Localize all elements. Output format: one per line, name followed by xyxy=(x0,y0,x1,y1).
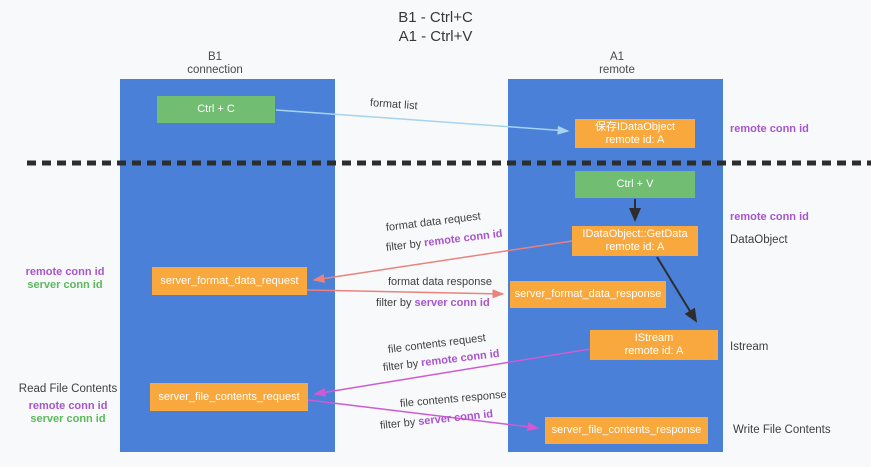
server-file-contents-request-label: server_file_contents_request xyxy=(158,390,300,403)
remote-conn-id-annotation-mid: remote conn id xyxy=(730,211,809,223)
istream-annotation: Istream xyxy=(730,341,769,353)
file-contents-response-label: file contents response xyxy=(399,388,508,410)
ctrl-c-box: Ctrl + C xyxy=(157,96,275,123)
title-line-2: A1 - Ctrl+V xyxy=(398,28,473,45)
server-format-data-response-box: server_format_data_response xyxy=(510,281,666,308)
remote-conn-id-annotation-left: remote conn id xyxy=(25,266,105,278)
diagram-title: B1 - Ctrl+C A1 - Ctrl+V xyxy=(0,8,871,46)
column-a1-role: remote xyxy=(599,64,635,76)
save-idataobject-line1: 保存IDataObject xyxy=(594,120,676,133)
remote-conn-id-annotation-top: remote conn id xyxy=(730,123,809,135)
save-idataobject-box: 保存IDataObject remote id: A xyxy=(575,119,695,148)
server-format-data-request-box: server_format_data_request xyxy=(152,267,307,295)
dataobject-annotation: DataObject xyxy=(730,234,788,246)
remote-conn-id-annotation-bottom: remote conn id xyxy=(28,400,108,412)
filter-by-text: filter by xyxy=(379,416,416,432)
ctrl-v-box: Ctrl + V xyxy=(575,171,695,198)
read-file-contents-annotation: Read File Contents xyxy=(18,383,118,395)
filter-by-text: filter by xyxy=(385,237,422,254)
idataobject-getdata-line1: IDataObject::GetData xyxy=(582,228,688,240)
istream-line2: remote id: A xyxy=(624,345,684,357)
idataobject-getdata-line2: remote id: A xyxy=(605,241,665,253)
column-a1-name: A1 xyxy=(609,51,625,63)
idataobject-getdata-box: IDataObject::GetData remote id: A xyxy=(572,226,698,256)
column-header-b1: B1 connection xyxy=(140,51,290,77)
server-conn-id-annotation-left: server conn id xyxy=(27,279,103,291)
title-line-1: B1 - Ctrl+C xyxy=(398,9,473,26)
column-b1-role: connection xyxy=(187,64,243,76)
server-conn-id-ref: server conn id xyxy=(414,297,490,309)
istream-box: IStream remote id: A xyxy=(590,330,718,360)
save-idataobject-line2: remote id: A xyxy=(605,133,665,146)
format-data-request-label: format data request xyxy=(385,210,482,234)
read-file-contents-annotations: Read File Contents remote conn id server… xyxy=(16,383,120,426)
remote-conn-id-ref: remote conn id xyxy=(423,227,504,250)
server-format-data-response-label: server_format_data_response xyxy=(514,288,662,300)
server-file-contents-request-box: server_file_contents_request xyxy=(150,383,308,411)
filter-by-text: filter by xyxy=(382,357,419,374)
write-file-contents-annotation: Write File Contents xyxy=(733,424,831,436)
server-file-contents-response-label: server_file_contents_response xyxy=(551,424,702,436)
format-list-label: format list xyxy=(369,97,418,113)
server-conn-id-annotation-bottom: server conn id xyxy=(30,413,106,425)
server-conn-id-ref: server conn id xyxy=(417,408,494,428)
remote-conn-id-ref: remote conn id xyxy=(420,347,501,370)
ctrl-c-label: Ctrl + C xyxy=(197,103,235,115)
filter-by-text: filter by xyxy=(376,297,412,309)
ctrl-v-label: Ctrl + V xyxy=(616,178,654,190)
column-header-a1: A1 remote xyxy=(542,51,692,77)
format-data-response-arrow xyxy=(306,289,505,299)
server-format-data-request-label: server_format_data_request xyxy=(160,274,299,287)
column-b1-name: B1 xyxy=(207,51,223,63)
format-data-response-label: format data response xyxy=(388,276,492,288)
left-conn-id-annotations: remote conn id server conn id xyxy=(20,266,110,292)
server-file-contents-response-box: server_file_contents_response xyxy=(545,417,708,444)
istream-line1: IStream xyxy=(634,332,674,344)
